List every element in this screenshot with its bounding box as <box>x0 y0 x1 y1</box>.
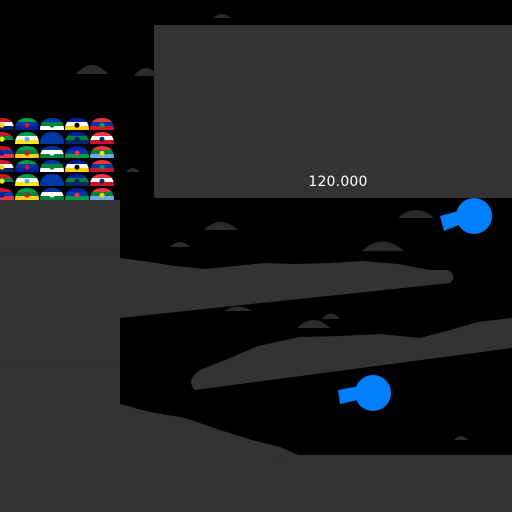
flag-icon <box>65 146 89 158</box>
cloud <box>322 313 340 319</box>
player-cannon-bottom[interactable] <box>338 375 391 411</box>
flag-icon <box>0 188 14 200</box>
flag-icon <box>0 174 14 186</box>
terrain-lower-ramp <box>191 318 512 390</box>
flag-icon <box>40 132 64 144</box>
terrain-upper-ramp <box>120 258 454 318</box>
terrain-divider <box>0 252 120 364</box>
flag-icon <box>0 146 14 158</box>
flag-icon <box>90 188 114 200</box>
flag-icon <box>0 118 14 130</box>
cloud <box>398 210 434 218</box>
cloud <box>213 14 231 18</box>
flag-icon <box>65 118 89 130</box>
flag-icon <box>40 118 64 130</box>
background-clouds <box>76 14 468 440</box>
cloud <box>297 320 330 328</box>
flag-icon <box>40 188 64 200</box>
cannon-body <box>355 375 391 411</box>
flag-icon <box>15 160 39 172</box>
flag-icon <box>15 174 39 186</box>
cloud <box>126 168 140 172</box>
flag-grid <box>0 118 114 200</box>
cloud <box>76 65 108 74</box>
flag-icon <box>15 132 39 144</box>
cloud <box>454 436 468 440</box>
cloud <box>204 222 238 230</box>
flag-icon <box>90 174 114 186</box>
flag-icon <box>65 160 89 172</box>
score-display: 120.000 <box>308 174 368 190</box>
flag-icon <box>90 160 114 172</box>
flag-icon <box>40 160 64 172</box>
flag-icon <box>90 118 114 130</box>
cloud <box>224 306 252 311</box>
flag-icon <box>0 160 14 172</box>
player-cannon-top[interactable] <box>440 198 492 234</box>
terrain-ground <box>0 404 512 512</box>
top-panel <box>154 25 512 198</box>
cloud <box>362 241 404 251</box>
flag-icon <box>90 146 114 158</box>
flag-icon <box>40 146 64 158</box>
flag-icon <box>65 132 89 144</box>
terrain-ground-notch <box>275 455 290 460</box>
flag-icon <box>65 174 89 186</box>
cannon-body <box>456 198 492 234</box>
flag-icon <box>15 146 39 158</box>
cloud <box>134 68 158 76</box>
cloud <box>170 242 190 247</box>
flag-icon <box>40 174 64 186</box>
flag-icon <box>15 118 39 130</box>
flag-icon <box>90 132 114 144</box>
flag-icon <box>0 132 14 144</box>
flag-icon <box>15 188 39 200</box>
flag-icon <box>65 188 89 200</box>
